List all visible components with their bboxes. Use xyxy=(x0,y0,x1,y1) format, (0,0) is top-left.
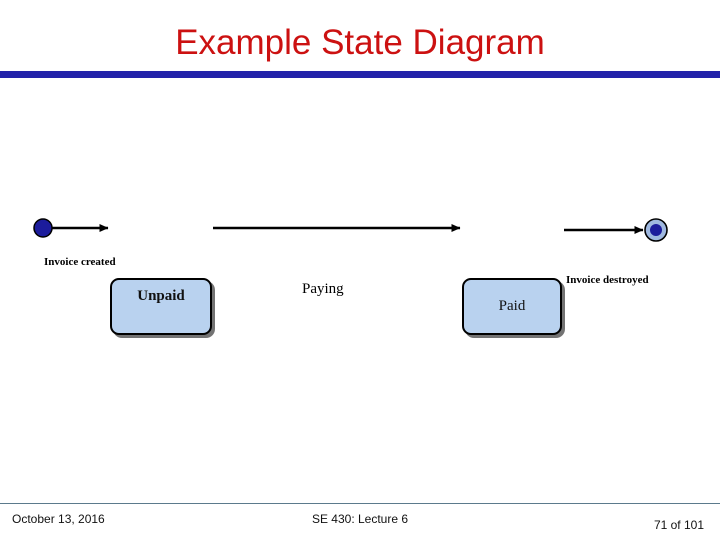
initial-state-icon xyxy=(33,218,53,238)
footer-date: October 13, 2016 xyxy=(12,512,105,526)
state-node-unpaid[interactable]: Unpaid xyxy=(110,278,212,335)
transition-label-invoice-destroyed: Invoice destroyed xyxy=(566,274,649,286)
state-diagram: Unpaid Paid Invoice created Paying Invoi… xyxy=(0,78,720,498)
footer-page-number: 71 of 101 xyxy=(653,518,704,532)
state-diagram-canvas xyxy=(33,218,668,242)
transition-label-invoice-created: Invoice created xyxy=(44,256,116,268)
transition-label-paying: Paying xyxy=(302,281,344,297)
state-node-paid[interactable]: Paid xyxy=(462,278,562,335)
page-title: Example State Diagram xyxy=(175,23,545,62)
state-label-paid: Paid xyxy=(498,298,526,314)
title-divider xyxy=(0,71,720,78)
footer-course: SE 430: Lecture 6 xyxy=(311,512,409,526)
footer-divider xyxy=(0,503,720,504)
final-state-icon xyxy=(644,218,668,242)
state-label-unpaid: Unpaid xyxy=(137,288,185,304)
